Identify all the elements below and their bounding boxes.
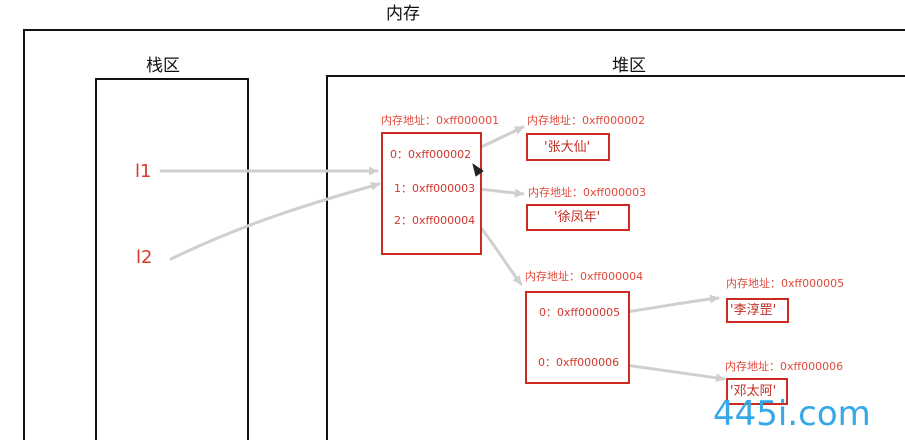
string-2-box: '徐凤年'	[526, 204, 630, 231]
stack-variable-l2: l2	[136, 247, 153, 268]
heap-area	[326, 75, 905, 440]
string-3-address-label: 内存地址：0xff000005	[726, 277, 845, 290]
string-4-address-label: 内存地址：0xff000006	[725, 360, 844, 373]
stack-title: 栈区	[146, 56, 180, 76]
arrow-nested1-to-string4	[623, 363, 726, 383]
main-list-address-label: 内存地址：0xff000001	[381, 114, 500, 127]
nested-list-slot-0: 0：0xff000005	[539, 306, 621, 319]
arrow-nested0-to-string3	[623, 294, 720, 314]
nested-list-box: 0：0xff000005 0：0xff000006	[525, 291, 630, 384]
memory-frame	[23, 29, 905, 440]
arrow-l2-to-main-list	[169, 181, 381, 261]
string-4-value: '邓太阿'	[730, 384, 777, 399]
string-1-value: '张大仙'	[544, 140, 591, 155]
nested-list-address-label: 内存地址：0xff000004	[525, 270, 644, 283]
main-list-slot-1: 1：0xff000003	[394, 182, 476, 195]
stack-variable-l1: l1	[135, 161, 152, 182]
string-4-box: '邓太阿'	[726, 378, 788, 405]
memory-title: 内存	[386, 4, 420, 24]
arrow-slot2-to-nested-list	[479, 226, 523, 286]
string-3-box: '李淳罡'	[726, 298, 789, 323]
heap-title: 堆区	[612, 56, 646, 76]
string-3-value: '李淳罡'	[730, 303, 777, 318]
string-1-address-label: 内存地址：0xff000002	[527, 114, 646, 127]
site-watermark: 445i.com	[713, 394, 871, 434]
string-1-box: '张大仙'	[526, 133, 610, 161]
stack-area	[95, 78, 249, 440]
string-2-address-label: 内存地址：0xff000003	[528, 186, 647, 199]
nested-list-slot-1: 0：0xff000006	[538, 356, 620, 369]
main-list-slot-2: 2：0xff000004	[394, 214, 476, 227]
main-list-slot-0: 0：0xff000002	[390, 148, 472, 161]
main-list-box: 0：0xff000002 1：0xff000003 2：0xff000004	[381, 132, 482, 255]
string-2-value: '徐凤年'	[554, 210, 601, 225]
